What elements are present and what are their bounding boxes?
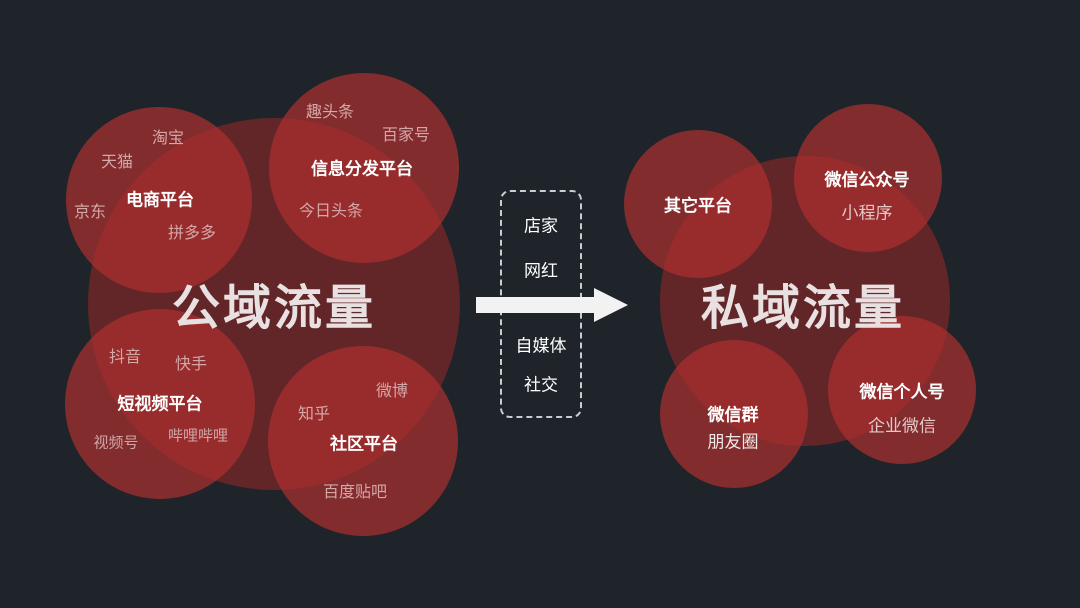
other-platform-circle bbox=[624, 130, 772, 278]
public-traffic-title: 公域流量 bbox=[171, 280, 377, 336]
info-item-baijiahao: 百家号 bbox=[381, 125, 431, 144]
community-circle bbox=[268, 346, 458, 536]
info-item-qutoutiao: 趣头条 bbox=[305, 102, 355, 121]
video-item-bilibili: 哔哩哔哩 bbox=[167, 426, 229, 445]
short-video-label: 短视频平台 bbox=[117, 394, 203, 415]
moments-label: 朋友圈 bbox=[707, 432, 759, 453]
official-account-label: 微信公众号 bbox=[824, 170, 910, 191]
personal-account-label: 微信个人号 bbox=[859, 382, 945, 403]
ecommerce-item-pdd: 拼多多 bbox=[167, 223, 217, 242]
wechat-group-label: 微信群 bbox=[707, 405, 759, 426]
video-item-douyin: 抖音 bbox=[108, 347, 142, 366]
video-item-kuaishou: 快手 bbox=[174, 354, 208, 373]
community-label: 社区平台 bbox=[330, 434, 398, 455]
intermediary-social: 社交 bbox=[524, 375, 558, 396]
info-distribution-label: 信息分发平台 bbox=[311, 159, 413, 180]
wechat-group-circle bbox=[660, 340, 808, 488]
intermediary-self-media: 自媒体 bbox=[515, 336, 567, 357]
ecommerce-item-taobao: 淘宝 bbox=[151, 128, 185, 147]
mini-program-label: 小程序 bbox=[841, 203, 893, 224]
personal-account-circle bbox=[828, 316, 976, 464]
intermediary-shop: 店家 bbox=[524, 216, 558, 237]
enterprise-wechat-label: 企业微信 bbox=[868, 416, 936, 437]
intermediary-influencer: 网红 bbox=[524, 261, 558, 282]
community-item-weibo: 微博 bbox=[375, 381, 409, 400]
other-platform-label: 其它平台 bbox=[664, 196, 732, 217]
info-item-toutiao: 今日头条 bbox=[298, 201, 364, 220]
ecommerce-label: 电商平台 bbox=[126, 190, 194, 211]
ecommerce-circle bbox=[66, 107, 252, 293]
info-distribution-circle bbox=[269, 73, 459, 263]
ecommerce-item-jd: 京东 bbox=[73, 202, 107, 221]
community-item-tieba: 百度贴吧 bbox=[322, 482, 388, 501]
video-item-shipinhao: 视频号 bbox=[93, 433, 139, 452]
community-item-zhihu: 知乎 bbox=[297, 404, 331, 423]
ecommerce-item-tmall: 天猫 bbox=[100, 152, 134, 171]
official-account-circle bbox=[794, 104, 942, 252]
arrow-right-icon bbox=[476, 288, 628, 322]
private-traffic-title: 私域流量 bbox=[700, 280, 906, 336]
short-video-circle bbox=[65, 309, 255, 499]
